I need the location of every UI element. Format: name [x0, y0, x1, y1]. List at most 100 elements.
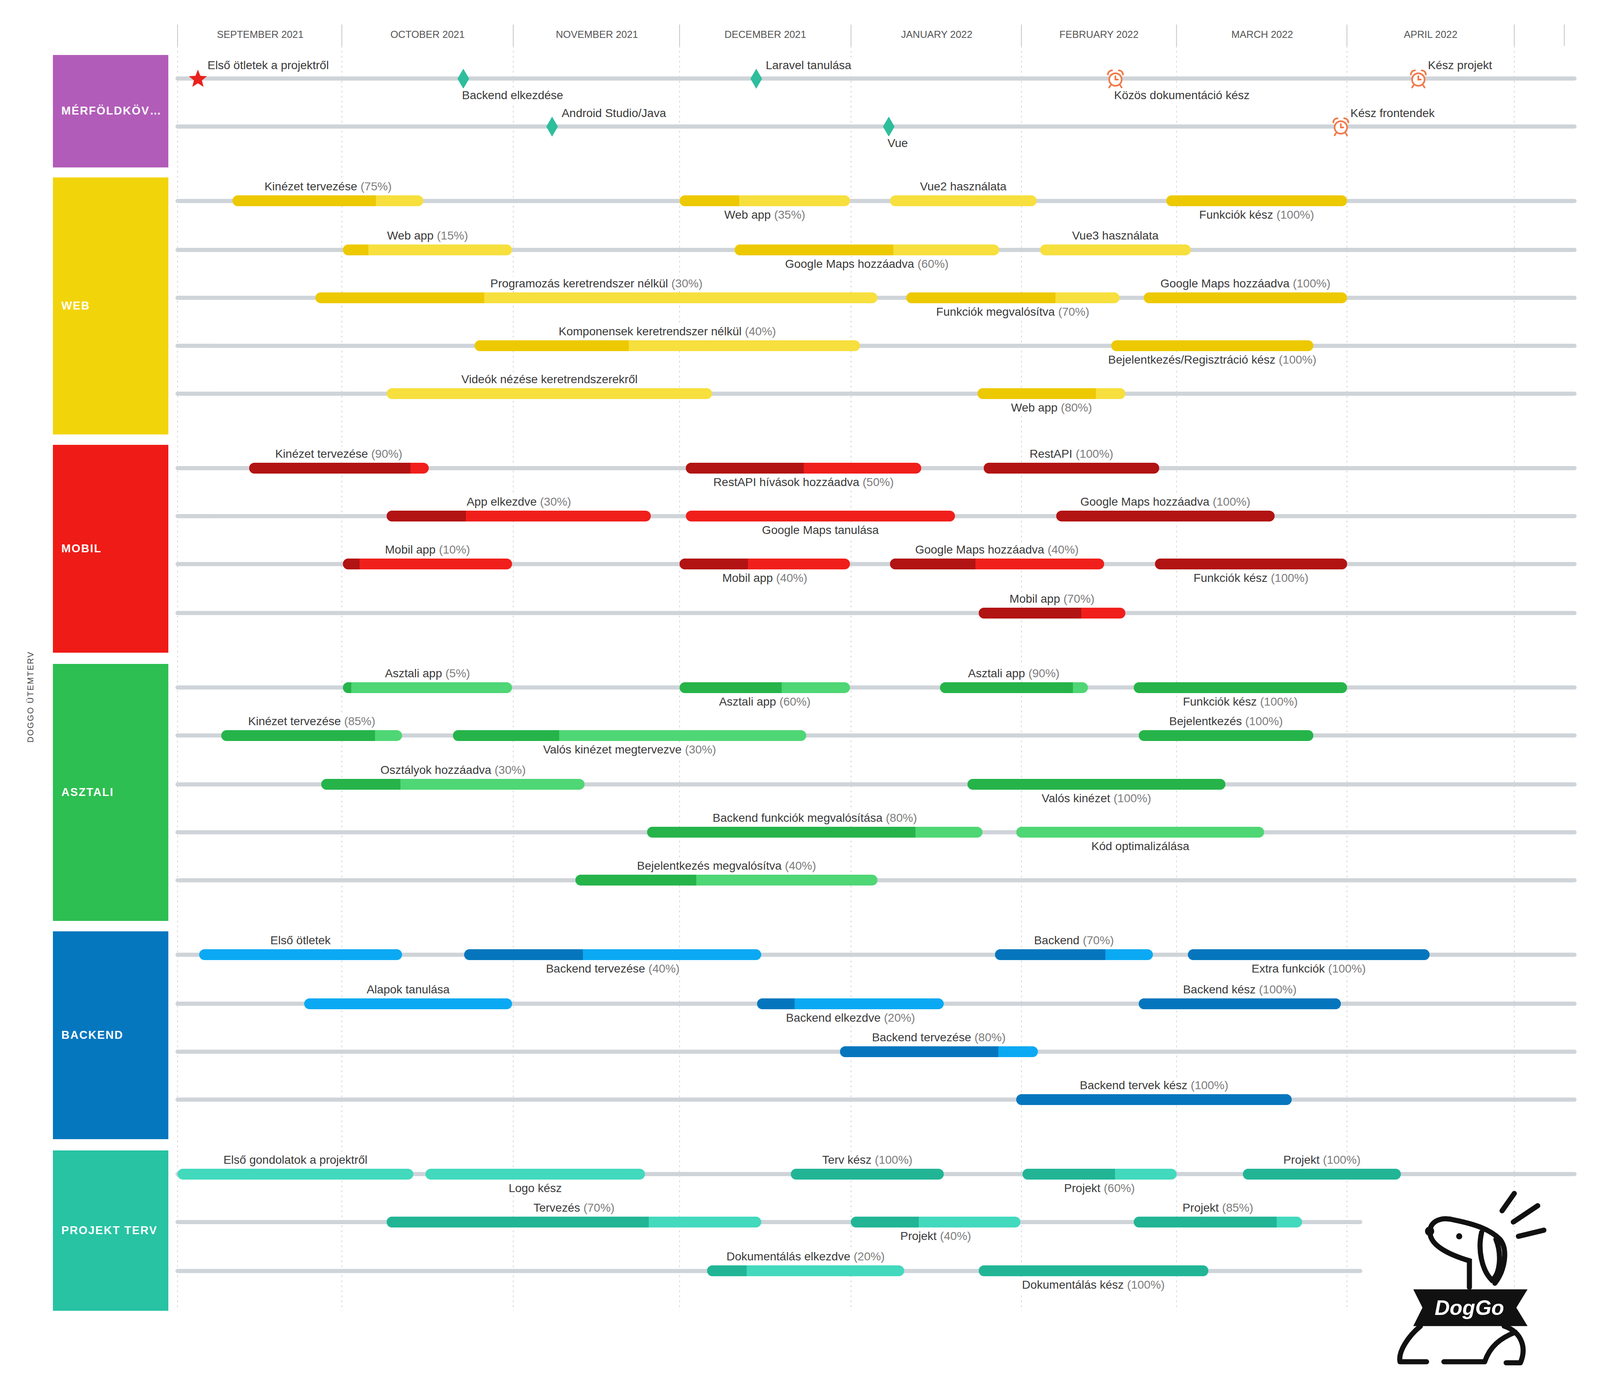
- dog-nose: [1425, 1227, 1435, 1237]
- task-label: (40%): [648, 962, 680, 976]
- task-bar: Osztályok hozzáadva(30%): [321, 779, 585, 790]
- task-bar: Első ötletek: [199, 949, 403, 961]
- task-label: Google Maps hozzáadva: [785, 257, 915, 271]
- task-label: (40%): [785, 859, 817, 873]
- task-label-box: Web app(15%): [385, 228, 470, 243]
- task-label: Osztályok hozzáadva: [380, 763, 492, 777]
- progress-fill: [790, 1169, 944, 1180]
- clock-legs: [1412, 85, 1425, 88]
- milestone-label: Kész projekt: [1427, 58, 1493, 72]
- task-label-box: Alapok tanulása: [365, 982, 451, 998]
- star-symbol: [188, 69, 208, 88]
- month-divider: [1513, 24, 1515, 46]
- month-divider: [679, 24, 680, 46]
- task-label: Kinézet tervezése: [264, 180, 358, 193]
- task-bar: Kinézet tervezése(75%): [232, 195, 424, 207]
- task-label: Web app: [1011, 401, 1058, 415]
- task-label: Extra funkciók: [1251, 962, 1325, 976]
- task-label: (100%): [1322, 1153, 1361, 1167]
- dog-eye: [1456, 1233, 1463, 1240]
- task-label: (75%): [360, 180, 392, 193]
- milestone-label-box: Kész frontendek: [1349, 106, 1436, 121]
- clock-hands: [1418, 76, 1421, 80]
- task-label-box: Videók nézése keretrendszerekről: [460, 372, 639, 387]
- progress-fill: [983, 462, 1160, 474]
- task-label: (70%): [1063, 592, 1095, 606]
- milestone-symbol: [541, 116, 563, 138]
- progress-fill: [977, 388, 1096, 400]
- task-bar: Web app(35%): [679, 195, 850, 207]
- progress-fill: [1138, 730, 1314, 742]
- month-divider: [177, 24, 178, 46]
- task-label: (100%): [1292, 277, 1331, 290]
- milestone-label-box: Android Studio/Java: [560, 106, 668, 121]
- progress-fill: [342, 558, 360, 570]
- task-label: (30%): [540, 495, 572, 509]
- task-bar: Projekt(40%): [850, 1217, 1021, 1228]
- task-label-box: Dokumentálás kész(100%): [1020, 1278, 1167, 1293]
- task-bar: Dokumentálás kész(100%): [978, 1265, 1209, 1277]
- task-label: (20%): [853, 1250, 885, 1264]
- task-label: Asztali app: [385, 667, 443, 680]
- task-label: (60%): [1103, 1182, 1135, 1195]
- progress-fill: [995, 949, 1106, 961]
- task-label-box: Google Maps hozzáadva(40%): [913, 542, 1080, 558]
- progress-fill: [840, 1046, 999, 1058]
- task-label-box: Kód optimalizálása: [1090, 839, 1191, 854]
- milestone-label: Közös dokumentáció kész: [1114, 88, 1250, 102]
- month-divider: [850, 24, 852, 46]
- milestone-label: Kész frontendek: [1350, 106, 1435, 120]
- group-band: ASZTALI: [52, 664, 169, 922]
- task-label-box: Programozás keretrendszer nélkül(30%): [489, 276, 704, 291]
- task-label: (100%): [875, 1153, 913, 1167]
- task-label-box: Google Maps hozzáadva(100%): [1079, 495, 1252, 510]
- task-label: Tervezés: [533, 1201, 580, 1215]
- task-label: RestAPI hívások hozzáadva: [713, 475, 860, 489]
- task-label-box: Backend tervezése(40%): [544, 962, 681, 977]
- group-band: WEB: [52, 177, 169, 435]
- grid-line: [512, 45, 514, 1312]
- dog-body: [1399, 1326, 1523, 1364]
- progress-fill: [1022, 1169, 1115, 1180]
- progress-fill: [386, 510, 466, 522]
- task-label: Dokumentálás kész: [1022, 1278, 1124, 1292]
- task-label: Backend: [1034, 934, 1080, 948]
- clock-face: [1109, 73, 1122, 86]
- task-label-box: Google Maps hozzáadva(100%): [1159, 276, 1332, 291]
- milestone-label-box: Első ötletek a projektről: [206, 58, 330, 73]
- task-bar: Backend kész(100%): [1138, 998, 1341, 1010]
- task-label-box: Backend kész(100%): [1181, 982, 1298, 998]
- task-bar: Web app(15%): [342, 244, 513, 256]
- task-label-box: Backend tervek kész(100%): [1078, 1078, 1230, 1093]
- task-bar: Web app(80%): [977, 388, 1126, 400]
- task-label-box: Google Maps tanulása: [760, 523, 880, 538]
- clock-hands: [1115, 76, 1118, 80]
- milestone-label-box: Laravel tanulása: [764, 58, 853, 73]
- task-bar: Dokumentálás elkezdve(20%): [707, 1265, 905, 1277]
- task-label-box: Bejelentkezés(100%): [1167, 714, 1285, 729]
- milestone-label: Backend elkezdése: [462, 88, 564, 102]
- task-bar: Terv kész(100%): [790, 1169, 944, 1180]
- progress-fill: [906, 292, 1056, 304]
- task-label-box: Bejelentkezés/Regisztráció kész(100%): [1106, 352, 1318, 368]
- task-label: (90%): [371, 447, 403, 461]
- task-label: Projekt: [1283, 1153, 1320, 1167]
- milestone-marker: Közös dokumentáció kész: [1105, 68, 1126, 90]
- progress-fill: [679, 558, 748, 570]
- task-label-box: Vue2 használata: [918, 179, 1008, 194]
- task-label-box: Projekt(85%): [1181, 1201, 1255, 1216]
- task-label-box: Komponensek keretrendszer nélkül(40%): [557, 324, 778, 339]
- task-bar: Videók nézése keretrendszerekről: [386, 388, 713, 400]
- grid-layer: [177, 24, 1565, 1312]
- task-bar: Valós kinézet(100%): [967, 779, 1226, 790]
- progress-fill: [1143, 292, 1347, 304]
- progress-fill: [850, 1217, 919, 1228]
- task-label-box: Extra funkciók(100%): [1250, 962, 1368, 977]
- task-label: Vue3 használata: [1072, 229, 1159, 243]
- clock-bells: [1410, 70, 1426, 75]
- task-label: (80%): [885, 811, 918, 825]
- task-label-box: App elkezdve(30%): [465, 495, 573, 510]
- task-label: (5%): [445, 667, 470, 680]
- task-label-box: Valós kinézet megtervezve(30%): [541, 742, 718, 758]
